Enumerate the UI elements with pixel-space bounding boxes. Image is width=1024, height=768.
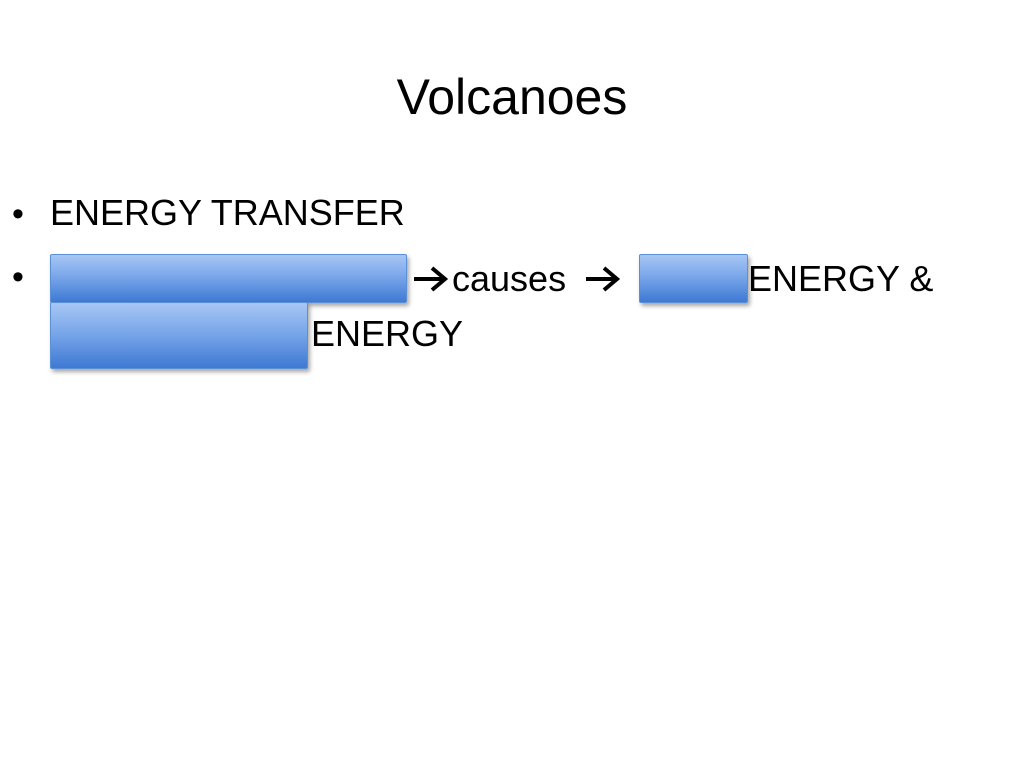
bullet-marker: • <box>12 258 24 296</box>
hidden-answer-box[interactable] <box>50 254 407 303</box>
hidden-answer-box[interactable] <box>639 254 748 303</box>
energy-text: ENERGY <box>311 313 464 354</box>
energy-and-text: ENERGY & <box>748 258 934 299</box>
bullet-marker: • <box>12 195 24 233</box>
right-arrow-icon <box>586 266 621 292</box>
causes-text: causes <box>452 258 567 299</box>
slide-title: Volcanoes <box>396 69 628 125</box>
bullet-text-energy-transfer: ENERGY TRANSFER <box>50 192 405 233</box>
hidden-answer-box[interactable] <box>50 302 308 369</box>
right-arrow-icon <box>414 266 449 292</box>
